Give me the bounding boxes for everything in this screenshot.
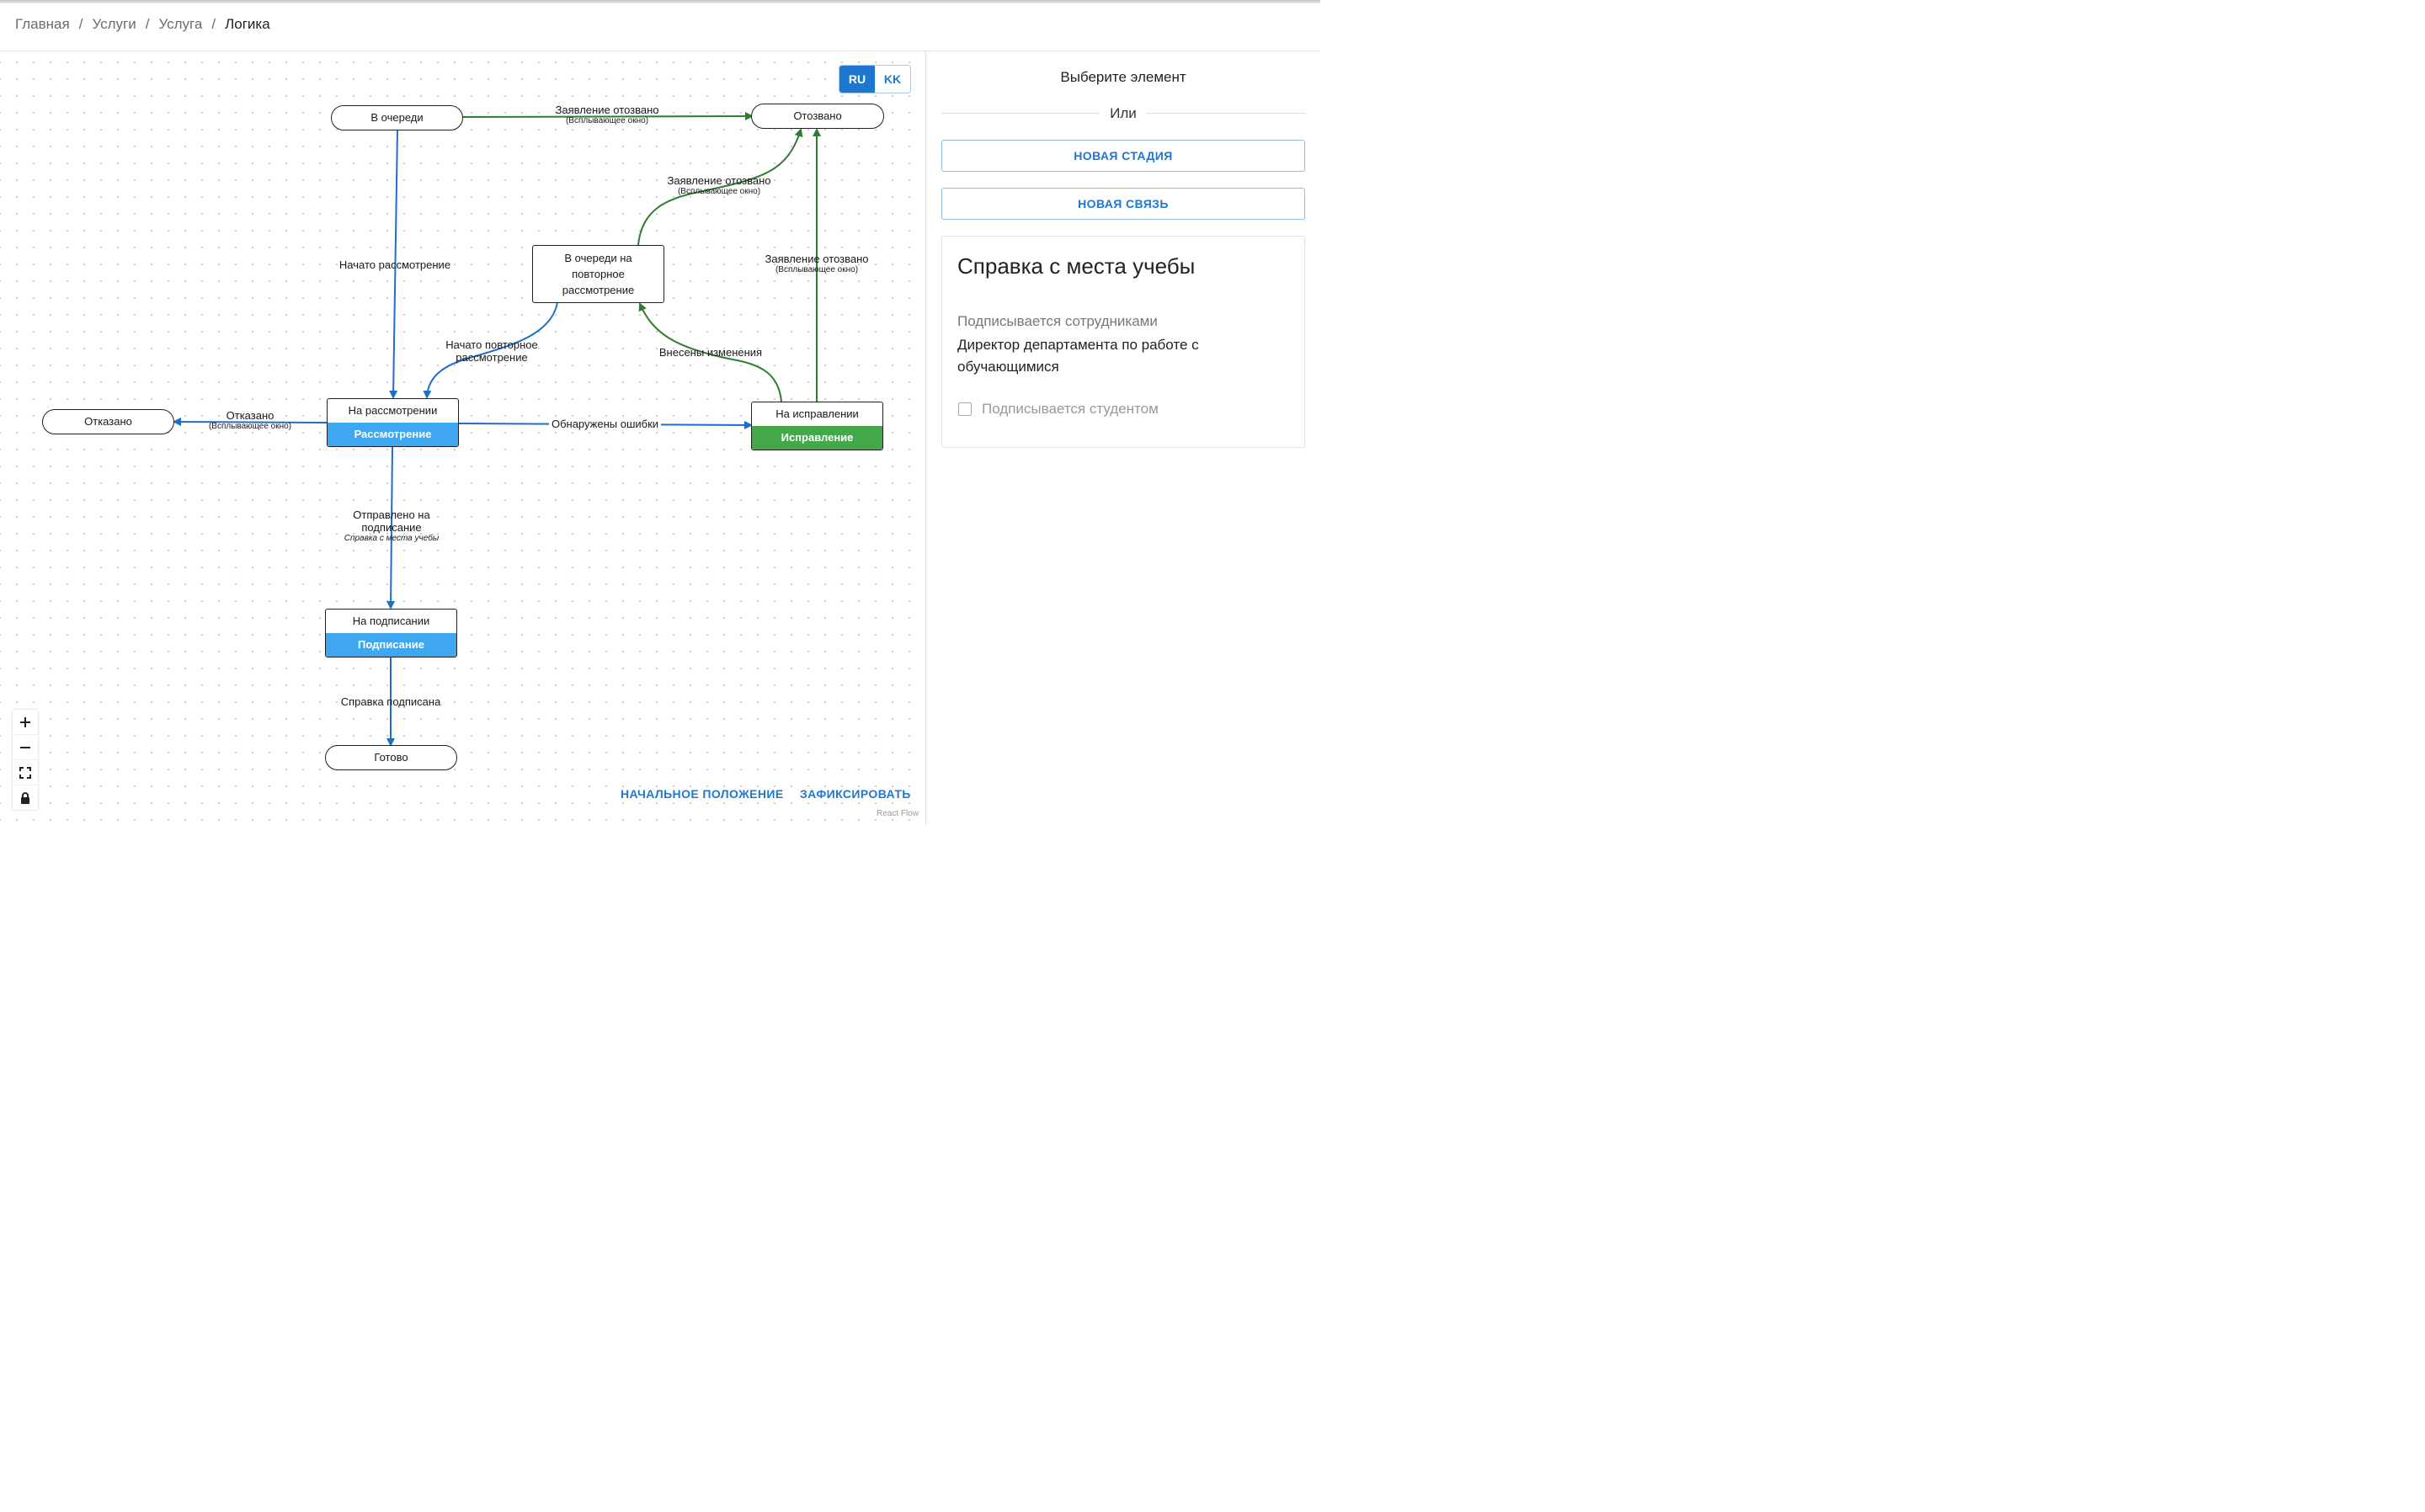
or-divider-left xyxy=(941,113,1100,114)
edge-label-start-rereview[interactable]: Начато повторное рассмотрение xyxy=(445,338,538,364)
edge-label-document: Справка с места учебы xyxy=(344,534,440,543)
edge-label-subtext: (Всплывающее окно) xyxy=(565,116,649,125)
breadcrumb-current: Логика xyxy=(225,16,270,32)
student-sign-checkbox[interactable] xyxy=(958,402,972,416)
fix-position-button[interactable]: ЗАФИКСИРОВАТЬ xyxy=(800,787,911,801)
node-fix-stage: Исправление xyxy=(752,426,882,450)
lock-button[interactable] xyxy=(13,785,38,810)
new-stage-button[interactable]: НОВАЯ СТАДИЯ xyxy=(941,140,1305,172)
node-requeue[interactable]: В очереди на повторное рассмотрение xyxy=(532,245,664,303)
flow-edges xyxy=(173,112,821,747)
node-refused[interactable]: Отказано xyxy=(42,409,174,434)
edge-label-subtext: (Всплывающее окно) xyxy=(677,187,761,196)
edge-queue-to-revoked[interactable] xyxy=(462,112,754,121)
edge-label-errors[interactable]: Обнаружены ошибки xyxy=(549,418,661,430)
flow-canvas[interactable]: RU KK В очереди Отозвано В очереди на по… xyxy=(0,51,925,825)
lang-ru-button[interactable]: RU xyxy=(839,66,875,93)
breadcrumb-separator: / xyxy=(78,16,83,32)
minus-icon xyxy=(20,746,30,748)
language-switch: RU KK xyxy=(839,65,911,93)
edge-fix-to-requeue[interactable] xyxy=(638,302,782,402)
edge-label-changes[interactable]: Внесены изменения xyxy=(658,346,763,359)
edge-label-start-review[interactable]: Начато рассмотрение xyxy=(338,258,451,271)
react-flow-attribution[interactable]: React Flow xyxy=(877,809,919,818)
node-fix[interactable]: На исправлении Исправление xyxy=(751,402,883,450)
signed-by-label: Подписывается сотрудниками xyxy=(957,313,1158,329)
plus-icon xyxy=(20,716,30,727)
student-sign-label[interactable]: Подписывается студентом xyxy=(982,401,1159,417)
node-signing-title: На подписании xyxy=(352,615,430,627)
lock-icon xyxy=(21,791,29,804)
zoom-out-button[interactable] xyxy=(13,735,38,760)
or-label: Или xyxy=(1110,105,1137,121)
window-top-edge xyxy=(0,0,1320,3)
node-revoked[interactable]: Отозвано xyxy=(751,104,884,129)
edge-label-text: Отправлено на подписание xyxy=(353,508,430,534)
edge-label-text: Заявление отозвано xyxy=(765,253,869,265)
edge-queue-to-review[interactable] xyxy=(389,129,398,399)
flow-controls xyxy=(13,710,38,810)
edge-label-to-signing[interactable]: Отправлено на подписание Справка с места… xyxy=(337,508,446,544)
edge-label-refused[interactable]: Отказано (Всплывающее окно) xyxy=(200,409,300,432)
edge-review-to-refused[interactable] xyxy=(173,418,328,427)
node-done[interactable]: Готово xyxy=(325,745,457,770)
edge-label-revoked-right[interactable]: Заявление отозвано (Всплывающее окно) xyxy=(759,253,875,275)
node-review-title: На рассмотрении xyxy=(348,404,438,417)
panel-divider xyxy=(925,51,926,825)
signed-by-value: Директор департамента по работе с обучаю… xyxy=(957,337,1199,375)
zoom-in-button[interactable] xyxy=(13,710,38,735)
edge-label-subtext: (Всплывающее окно) xyxy=(208,422,292,431)
document-card: Справка с места учебы Подписывается сотр… xyxy=(941,236,1305,448)
edge-label-text: Отказано xyxy=(226,409,274,422)
reset-position-button[interactable]: НАЧАЛЬНОЕ ПОЛОЖЕНИЕ xyxy=(621,787,784,801)
edge-requeue-to-review[interactable] xyxy=(423,301,558,399)
node-signing-stage: Подписание xyxy=(326,633,456,657)
node-review[interactable]: На рассмотрении Рассмотрение xyxy=(327,398,459,447)
fit-view-button[interactable] xyxy=(13,760,38,785)
node-fix-title: На исправлении xyxy=(775,407,859,420)
breadcrumb-separator: / xyxy=(145,16,150,32)
or-divider-right xyxy=(1147,113,1305,114)
breadcrumb-service[interactable]: Услуга xyxy=(158,16,203,32)
breadcrumb: Главная / Услуги / Услуга / Логика xyxy=(15,16,270,33)
edge-review-to-signing[interactable] xyxy=(386,446,396,610)
breadcrumb-separator: / xyxy=(211,16,216,32)
node-queue[interactable]: В очереди xyxy=(331,105,463,130)
edge-label-revoked-top[interactable]: Заявление отозвано (Всплывающее окно) xyxy=(549,104,665,126)
document-title: Справка с места учебы xyxy=(957,253,1196,279)
new-link-button[interactable]: НОВАЯ СВЯЗЬ xyxy=(941,188,1305,220)
edge-label-subtext: (Всплывающее окно) xyxy=(775,265,859,274)
fit-view-icon xyxy=(19,766,31,779)
breadcrumb-home[interactable]: Главная xyxy=(15,16,70,32)
edge-requeue-to-revoked[interactable] xyxy=(637,128,803,246)
edge-label-revoked-mid[interactable]: Заявление отозвано (Всплывающее окно) xyxy=(661,174,777,197)
edge-label-text: Заявление отозвано xyxy=(667,174,771,187)
sidebar-title: Выберите элемент xyxy=(1060,69,1186,85)
node-signing[interactable]: На подписании Подписание xyxy=(325,609,457,658)
edge-label-signed[interactable]: Справка подписана xyxy=(340,695,441,708)
lang-kk-button[interactable]: KK xyxy=(875,66,910,93)
breadcrumb-services[interactable]: Услуги xyxy=(92,16,136,32)
edge-label-text: Заявление отозвано xyxy=(555,104,659,116)
node-review-stage: Рассмотрение xyxy=(328,423,458,446)
